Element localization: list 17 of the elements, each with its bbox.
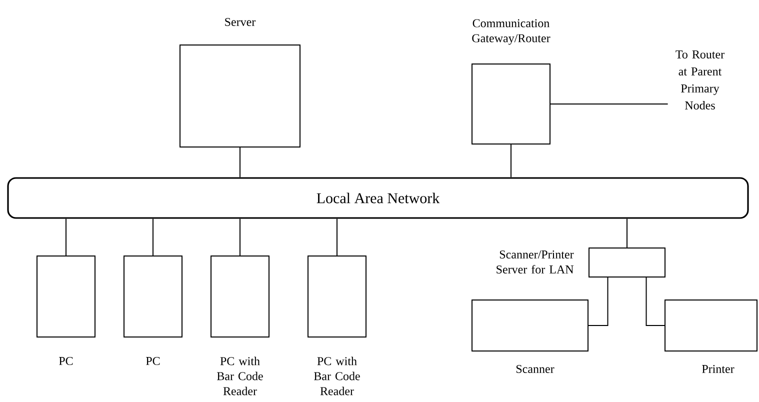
device-label: PC xyxy=(59,356,73,366)
connector-line xyxy=(510,144,512,178)
device-label: Scanner/Printer Server for LAN xyxy=(496,250,574,274)
device-label: Scanner xyxy=(516,364,554,374)
device-label: Communication Gateway/Router xyxy=(472,19,550,45)
device-label: Server xyxy=(225,18,256,26)
connector-line xyxy=(588,277,608,326)
note-text: To Router at Parent Primary Nodes xyxy=(676,50,724,110)
device-label: PC with Bar Code Reader xyxy=(217,356,263,396)
network-bar: Local Area Network xyxy=(7,177,749,219)
connector-line xyxy=(152,218,154,256)
device-label: PC with Bar Code Reader xyxy=(314,356,360,396)
connector-line xyxy=(626,218,628,248)
device-label: Printer xyxy=(702,364,734,374)
device-label: PC xyxy=(146,356,160,366)
connector-line xyxy=(336,218,338,256)
connector-line xyxy=(646,277,665,326)
